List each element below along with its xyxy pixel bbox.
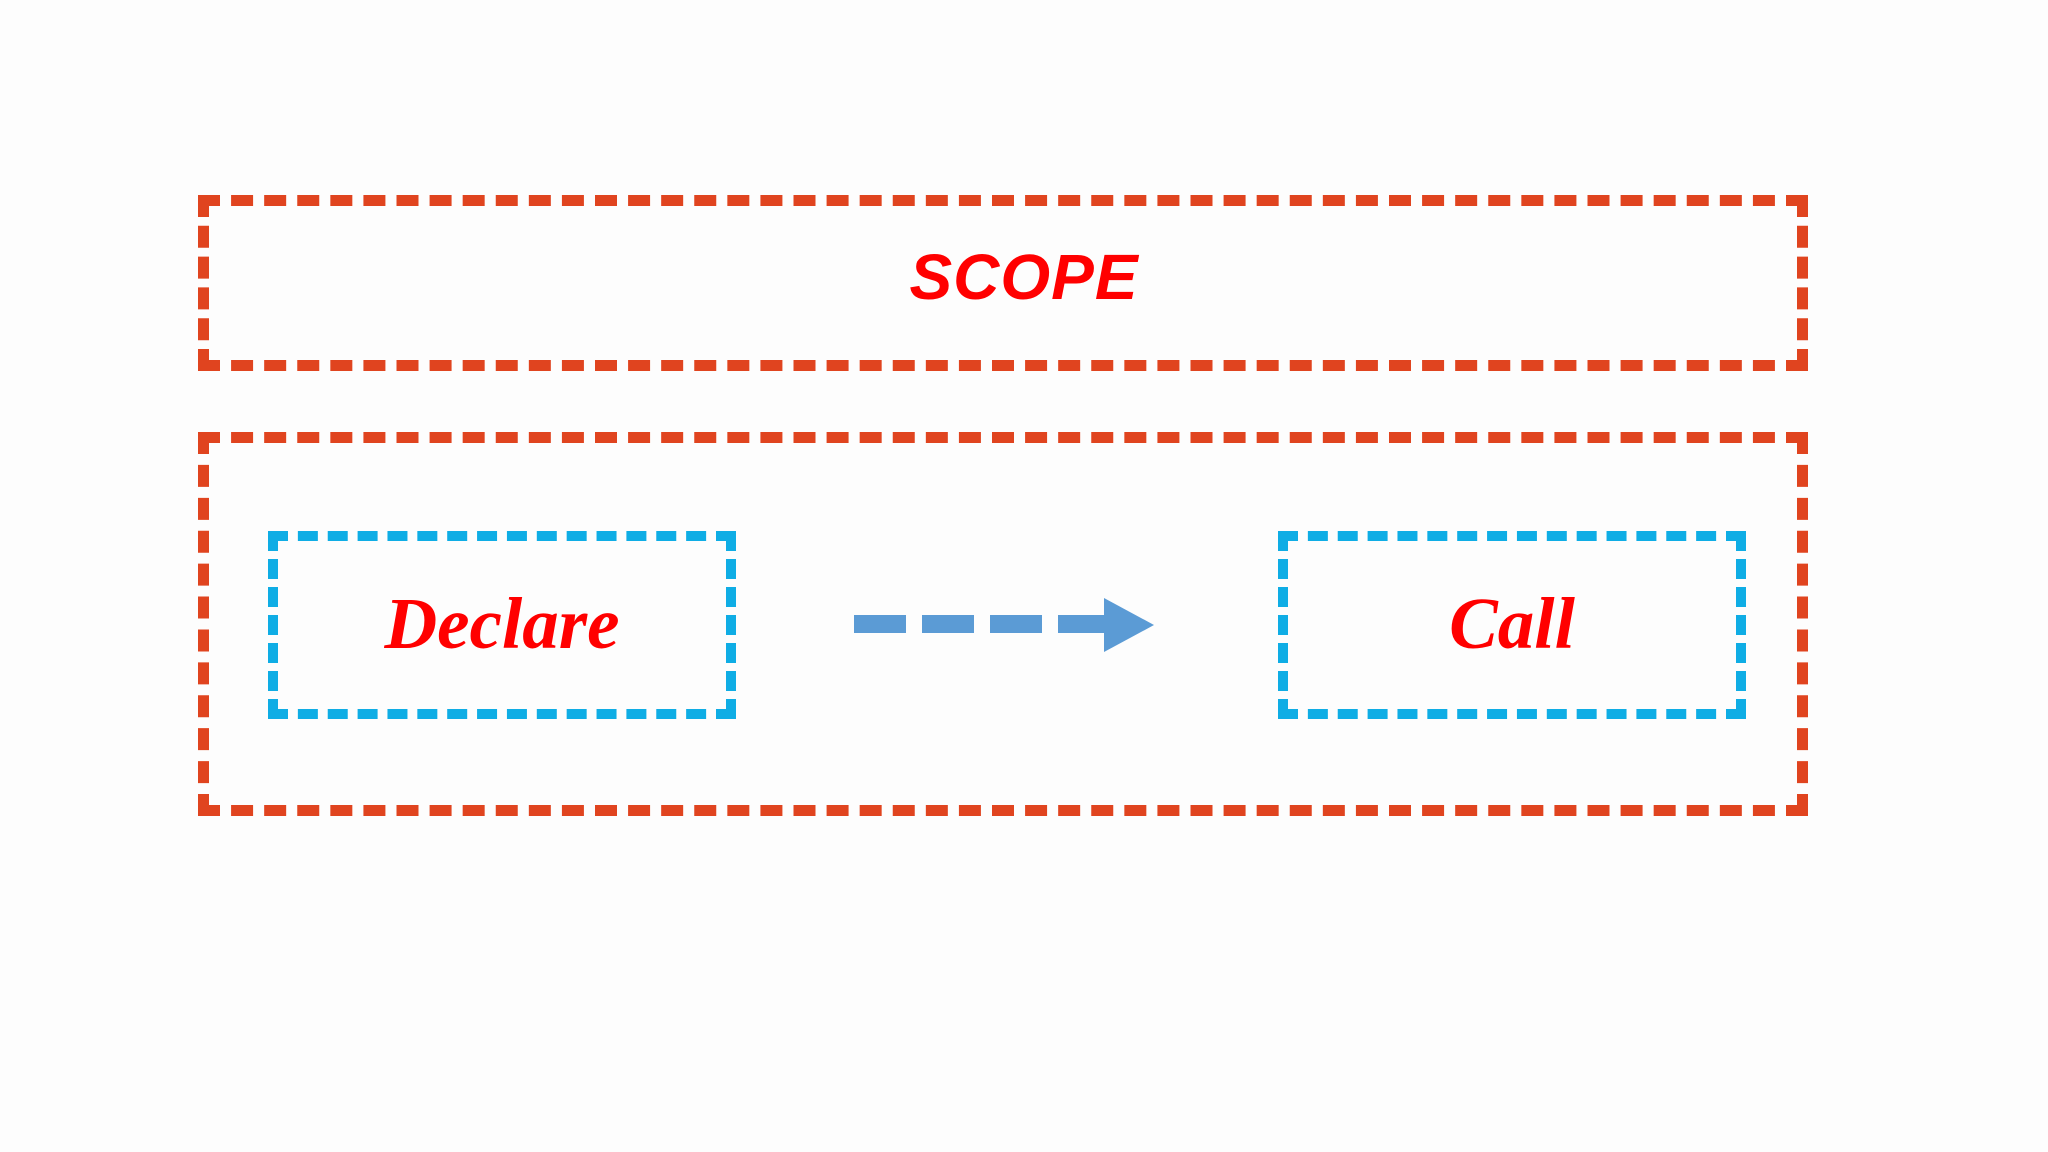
node-declare-label: Declare xyxy=(384,582,620,664)
scope-box[interactable] xyxy=(198,195,1808,371)
scope-label: SCOPE xyxy=(909,241,1139,313)
arrow-icon xyxy=(854,598,1154,652)
scope-container-box[interactable] xyxy=(198,432,1808,816)
node-declare[interactable]: Declare xyxy=(268,531,736,719)
node-call[interactable]: Call xyxy=(1278,531,1746,719)
node-call-label: Call xyxy=(1449,582,1575,664)
connector-declare-to-call xyxy=(852,592,1160,658)
